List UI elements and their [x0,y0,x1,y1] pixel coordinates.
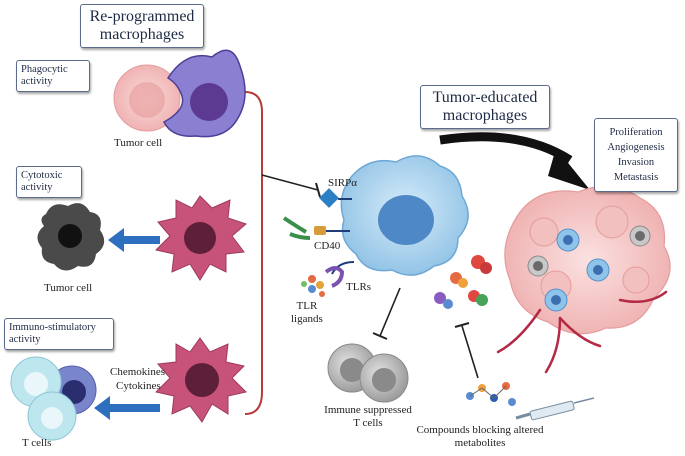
phagocytic-macrophage [163,49,246,138]
cytotoxic-activity-box: Cytotoxic activity [16,166,82,198]
reprogrammed-title-line1: Re-programmed [89,8,195,25]
tlr-ligands-label: TLR ligands [291,300,323,326]
t-cells-label: T cells [22,437,52,449]
tlrs-label: TLRs [346,281,372,293]
tlr-ligands-dots [301,275,325,297]
effect-metastasis: Metastasis [613,172,659,183]
bracket [244,91,263,415]
pink-macrophage-middle [155,195,247,281]
immune-suppressed-label: Immune suppressed T cells [312,404,424,430]
tumor-cell-top [113,64,181,132]
compounds-line2: metabolites [454,437,506,449]
blood-vessels [496,290,668,374]
cytotoxic-line2: activity [21,182,53,193]
compounds-line1: Compounds blocking altered [416,424,544,436]
inhibit-bar [315,182,321,198]
t-cells-group [10,356,97,441]
sirpa-label: SIRPα [328,177,357,189]
immunostimulatory-line2: activity [9,334,41,345]
dying-tumor-cell [37,203,105,271]
compounds-label: Compounds blocking altered metabolites [410,424,550,450]
chemokines-label: Chemokines [110,366,165,378]
tumor-associated-macrophage [340,155,469,276]
compound-molecules [466,382,516,406]
cytokines-label: Cytokines [116,380,161,392]
tlr-ligands-line2: ligands [291,313,323,325]
phagocytic-activity-box: Phagocytic activity [16,60,90,92]
inhibit-line-tcells [379,287,401,337]
tumor-cell-label-top: Tumor cell [114,137,163,149]
immune-suppressed-line1: Immune suppressed [324,404,412,416]
immunostimulatory-line1: Immuno-stimulatory [9,322,96,333]
effect-proliferation: Proliferation [609,127,663,138]
immune-suppressed-t-cells [327,343,409,403]
pink-macrophage-bottom [155,337,247,423]
effect-angiogenesis: Angiogenesis [607,142,665,153]
tumor-educated-title-line1: Tumor-educated [432,89,538,106]
tumor-effects-box: Proliferation Angiogenesis Invasion Meta… [594,118,678,192]
phagocytic-line1: Phagocytic [21,64,68,75]
tlr-ligands-line1: TLR [296,300,318,312]
arrow-cytotoxic [108,228,160,252]
tumor-educated-title-box: Tumor-educated macrophages [420,85,550,129]
bracket-to-tam-inhibit-line [261,174,319,191]
arrow-immunostimulatory [94,396,160,420]
reprogrammed-title-line2: macrophages [99,26,185,43]
reprogrammed-title-box: Re-programmed macrophages [80,4,204,48]
metabolite-molecules [434,255,492,309]
receptors [282,188,355,288]
phagocytic-line2: activity [21,76,53,87]
cd40-label: CD40 [314,240,341,252]
tumor-mass [504,185,671,335]
syringe-icon [515,397,595,421]
tumor-educated-title-line2: macrophages [442,107,528,124]
tumor-cell-label-middle: Tumor cell [44,282,93,294]
tam-to-tumor-arrow [439,132,573,164]
cytotoxic-line1: Cytotoxic [21,170,63,181]
immunostimulatory-activity-box: Immuno-stimulatory activity [4,318,114,350]
inhibit-line-compounds [461,325,479,379]
immune-suppressed-line2: T cells [353,417,383,429]
effect-invasion: Invasion [617,157,655,168]
